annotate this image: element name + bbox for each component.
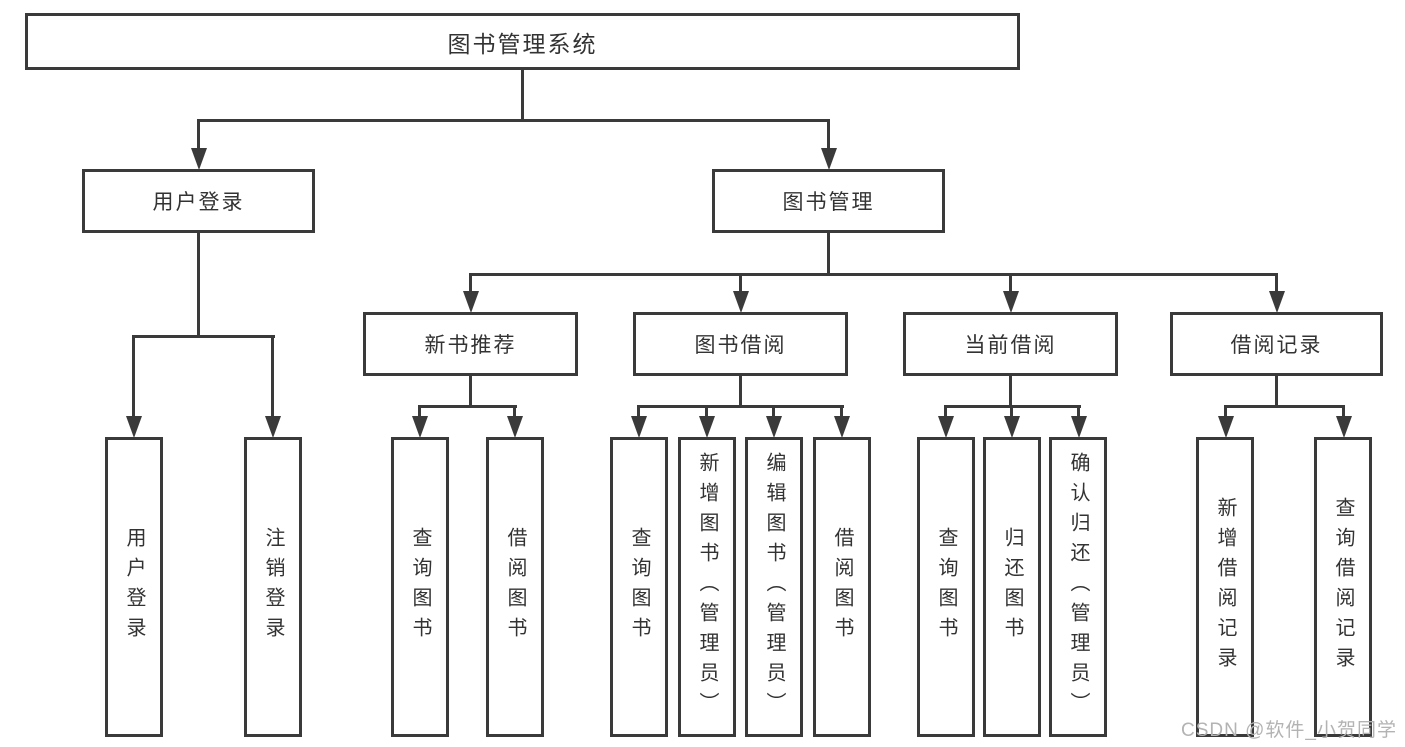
node-leaf-bb-add-book-admin: 新增图书（管理员）: [678, 437, 736, 737]
connector-line: [469, 273, 472, 293]
connector-line: [1275, 376, 1278, 407]
node-leaf-bb-borrow-book: 借阅图书: [813, 437, 871, 737]
node-leaf-rec-borrow-book: 借阅图书: [486, 437, 544, 737]
node-leaf-cb-return-book: 归还图书: [983, 437, 1041, 737]
connector-line: [469, 273, 1278, 276]
arrow-down-icon: [733, 291, 749, 313]
connector-line: [827, 233, 830, 275]
connector-line: [469, 376, 472, 407]
arrow-down-icon: [766, 416, 782, 438]
node-leaf-bb-query-book: 查询图书: [610, 437, 668, 737]
node-library-system: 图书管理系统: [25, 13, 1020, 70]
arrow-down-icon: [265, 416, 281, 438]
arrow-down-icon: [463, 291, 479, 313]
arrow-down-icon: [507, 416, 523, 438]
connector-line: [637, 405, 640, 418]
connector-line: [840, 405, 843, 418]
node-leaf-user-login: 用户登录: [105, 437, 163, 737]
node-leaf-bb-edit-book-admin: 编辑图书（管理员）: [745, 437, 803, 737]
connector-line: [1224, 405, 1345, 408]
arrow-down-icon: [412, 416, 428, 438]
connector-line: [513, 405, 516, 418]
connector-line: [521, 70, 524, 121]
arrow-down-icon: [1004, 416, 1020, 438]
arrow-down-icon: [1071, 416, 1087, 438]
connector-line: [1275, 273, 1278, 293]
connector-line: [739, 273, 742, 293]
connector-line: [1077, 405, 1080, 418]
connector-line: [739, 376, 742, 407]
connector-line: [132, 335, 275, 338]
arrow-down-icon: [699, 416, 715, 438]
node-leaf-cb-query-book: 查询图书: [917, 437, 975, 737]
node-borrow-record: 借阅记录: [1170, 312, 1383, 376]
arrow-down-icon: [938, 416, 954, 438]
connector-line: [944, 405, 947, 418]
arrow-down-icon: [1336, 416, 1352, 438]
connector-line: [1009, 376, 1012, 407]
connector-line: [637, 405, 844, 408]
node-leaf-cb-confirm-return-admin: 确认归还（管理员）: [1049, 437, 1107, 737]
arrow-down-icon: [1218, 416, 1234, 438]
connector-line: [197, 119, 200, 150]
arrow-down-icon: [631, 416, 647, 438]
arrow-down-icon: [126, 416, 142, 438]
arrow-down-icon: [821, 148, 837, 170]
arrow-down-icon: [191, 148, 207, 170]
node-user-login: 用户登录: [82, 169, 315, 233]
connector-line: [132, 335, 135, 418]
connector-line: [1009, 273, 1012, 293]
arrow-down-icon: [1003, 291, 1019, 313]
node-book-management: 图书管理: [712, 169, 945, 233]
connector-line: [418, 405, 517, 408]
connector-line: [197, 119, 830, 122]
connector-line: [772, 405, 775, 418]
connector-line: [1224, 405, 1227, 418]
node-book-borrow: 图书借阅: [633, 312, 848, 376]
arrow-down-icon: [834, 416, 850, 438]
node-leaf-br-add-record: 新增借阅记录: [1196, 437, 1254, 737]
node-leaf-rec-query-book: 查询图书: [391, 437, 449, 737]
node-new-book-recommend: 新书推荐: [363, 312, 578, 376]
connector-line: [418, 405, 421, 418]
connector-line: [705, 405, 708, 418]
connector-line: [827, 119, 830, 150]
node-leaf-logout: 注销登录: [244, 437, 302, 737]
node-current-borrow: 当前借阅: [903, 312, 1118, 376]
connector-line: [197, 233, 200, 337]
arrow-down-icon: [1269, 291, 1285, 313]
connector-line: [271, 335, 274, 418]
csdn-watermark: CSDN @软件_小贺同学: [1181, 720, 1397, 741]
connector-line: [1010, 405, 1013, 418]
connector-line: [1342, 405, 1345, 418]
node-leaf-br-query-record: 查询借阅记录: [1314, 437, 1372, 737]
